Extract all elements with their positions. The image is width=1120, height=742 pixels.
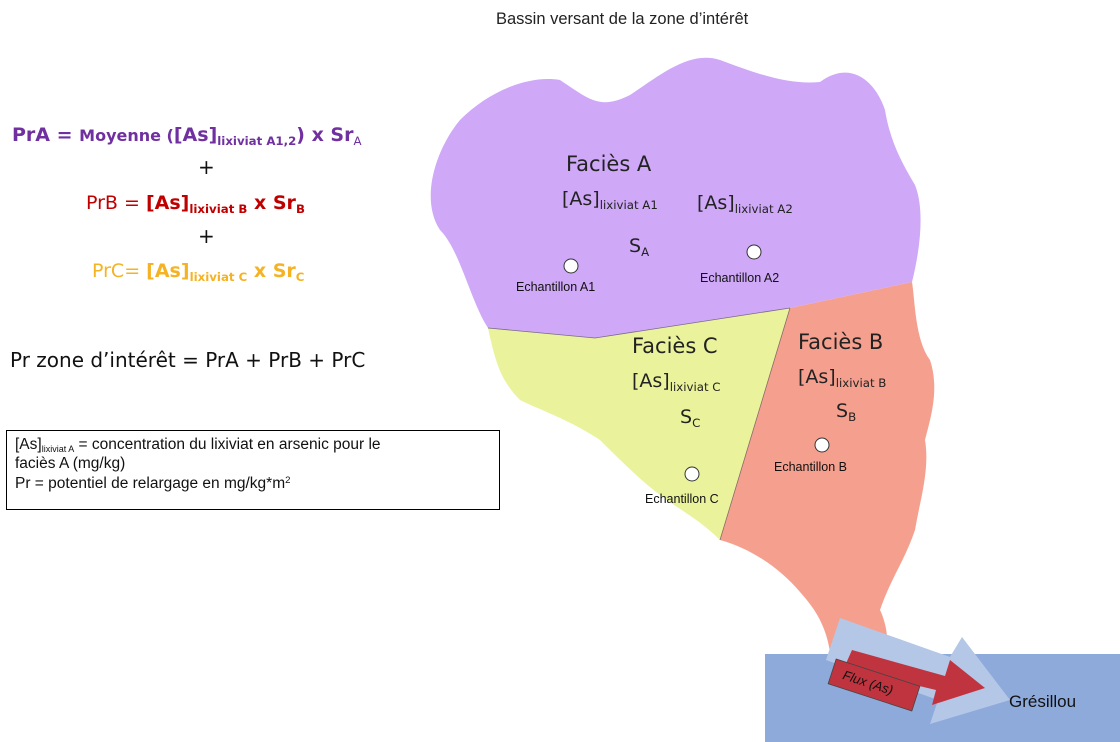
facies-a-conc-2-main: [As] bbox=[697, 192, 735, 214]
formula-pra-close: ) x Sr bbox=[296, 124, 354, 146]
facies-c-conc-sub: lixiviat C bbox=[669, 380, 721, 395]
sample-b-marker bbox=[814, 437, 830, 453]
formula-prc-sub: lixiviat C bbox=[189, 270, 248, 285]
facies-a-zone bbox=[430, 57, 921, 338]
facies-c-conc-main: [As] bbox=[632, 370, 670, 392]
sample-c-marker bbox=[684, 466, 700, 482]
sample-a1-label: Echantillon A1 bbox=[516, 280, 596, 294]
facies-c-title: Faciès C bbox=[632, 334, 718, 358]
sample-b-label: Echantillon B bbox=[774, 460, 847, 474]
formula-pra-sub: lixiviat A1,2 bbox=[217, 134, 297, 149]
formula-prc-lhs: PrC= bbox=[92, 260, 147, 282]
formula-prc-sr-sub: C bbox=[295, 270, 305, 285]
legend-line-3: Pr = potentiel de relargage en mg/kg*m2 bbox=[15, 474, 491, 493]
legend-box: [As]lixiviat A = concentration du lixivi… bbox=[6, 430, 500, 510]
formula-prb-lhs: PrB = bbox=[86, 192, 146, 214]
facies-b-zone bbox=[720, 282, 935, 652]
facies-a-surface-sub: A bbox=[641, 245, 650, 260]
facies-b-conc-main: [As] bbox=[798, 366, 836, 388]
legend-conc: [As] bbox=[15, 436, 42, 453]
legend-pr-sup: 2 bbox=[285, 474, 291, 486]
facies-b-surface-main: S bbox=[836, 400, 849, 422]
facies-a-conc-1-sub: lixiviat A1 bbox=[599, 198, 658, 213]
facies-b-conc-sub: lixiviat B bbox=[835, 376, 887, 391]
formula-pra-lhs: PrA = bbox=[12, 124, 80, 146]
formula-prc: PrC= [As]lixiviat C x SrC bbox=[92, 260, 305, 285]
sample-a1-marker bbox=[563, 258, 579, 274]
sample-c-label: Echantillon C bbox=[645, 492, 719, 506]
diagram-title: Bassin versant de la zone d’intérêt bbox=[496, 10, 749, 28]
formula-pra-conc: [As] bbox=[173, 124, 218, 146]
formula-prb-conc: [As] bbox=[145, 192, 190, 214]
facies-b-surface: SB bbox=[836, 400, 857, 425]
legend-line-1: [As]lixiviat A = concentration du lixivi… bbox=[15, 435, 491, 454]
sample-a2-marker bbox=[746, 244, 762, 260]
facies-c-surface: SC bbox=[680, 406, 701, 431]
facies-a-conc-1-main: [As] bbox=[562, 188, 600, 210]
legend-pr-desc: Pr = potentiel de relargage en mg/kg*m bbox=[15, 474, 286, 492]
formula-prb: PrB = [As]lixiviat B x SrB bbox=[86, 192, 305, 217]
formula-prc-mult: x Sr bbox=[247, 260, 296, 282]
facies-a-surface-main: S bbox=[629, 235, 642, 257]
facies-a-title: Faciès A bbox=[566, 152, 652, 176]
boundary-a-c bbox=[487, 307, 791, 339]
facies-c-surface-main: S bbox=[680, 406, 693, 428]
legend-line-2: faciès A (mg/kg) bbox=[15, 455, 126, 473]
formula-prb-sub: lixiviat B bbox=[189, 202, 248, 217]
formula-pra: PrA = Moyenne ([As]lixiviat A1,2) x SrA bbox=[12, 124, 362, 149]
boundary-c-b bbox=[719, 307, 791, 541]
facies-b-conc: [As]lixiviat B bbox=[798, 366, 887, 391]
river-label: Grésillou bbox=[1009, 692, 1077, 711]
facies-c-zone bbox=[488, 308, 790, 540]
formula-pra-func: Moyenne ( bbox=[79, 126, 174, 145]
formula-plus-1: + bbox=[198, 155, 215, 179]
sample-a2-label: Echantillon A2 bbox=[700, 271, 780, 285]
formula-total: Pr zone d’intérêt = PrA + PrB + PrC bbox=[10, 348, 366, 372]
facies-a-surface: SA bbox=[629, 235, 650, 260]
formula-pra-sr-sub: A bbox=[353, 134, 362, 149]
legend-conc-desc: = concentration du lixiviat en arsenic p… bbox=[74, 436, 381, 453]
flux-arrow-red bbox=[844, 650, 985, 705]
formula-prb-sr-sub: B bbox=[295, 202, 305, 217]
formula-prb-mult: x Sr bbox=[247, 192, 296, 214]
facies-a-conc-2: [As]lixiviat A2 bbox=[697, 192, 793, 217]
formula-plus-2: + bbox=[198, 224, 215, 248]
facies-c-surface-sub: C bbox=[692, 416, 701, 431]
facies-c-conc: [As]lixiviat C bbox=[632, 370, 721, 395]
legend-conc-sub: lixiviat A bbox=[41, 444, 75, 455]
flux-label-box bbox=[827, 658, 921, 712]
facies-a-conc-2-sub: lixiviat A2 bbox=[734, 202, 793, 217]
facies-b-surface-sub: B bbox=[848, 410, 857, 425]
formula-prc-conc: [As] bbox=[146, 260, 190, 282]
facies-b-title: Faciès B bbox=[798, 330, 884, 354]
facies-a-conc-1: [As]lixiviat A1 bbox=[562, 188, 658, 213]
